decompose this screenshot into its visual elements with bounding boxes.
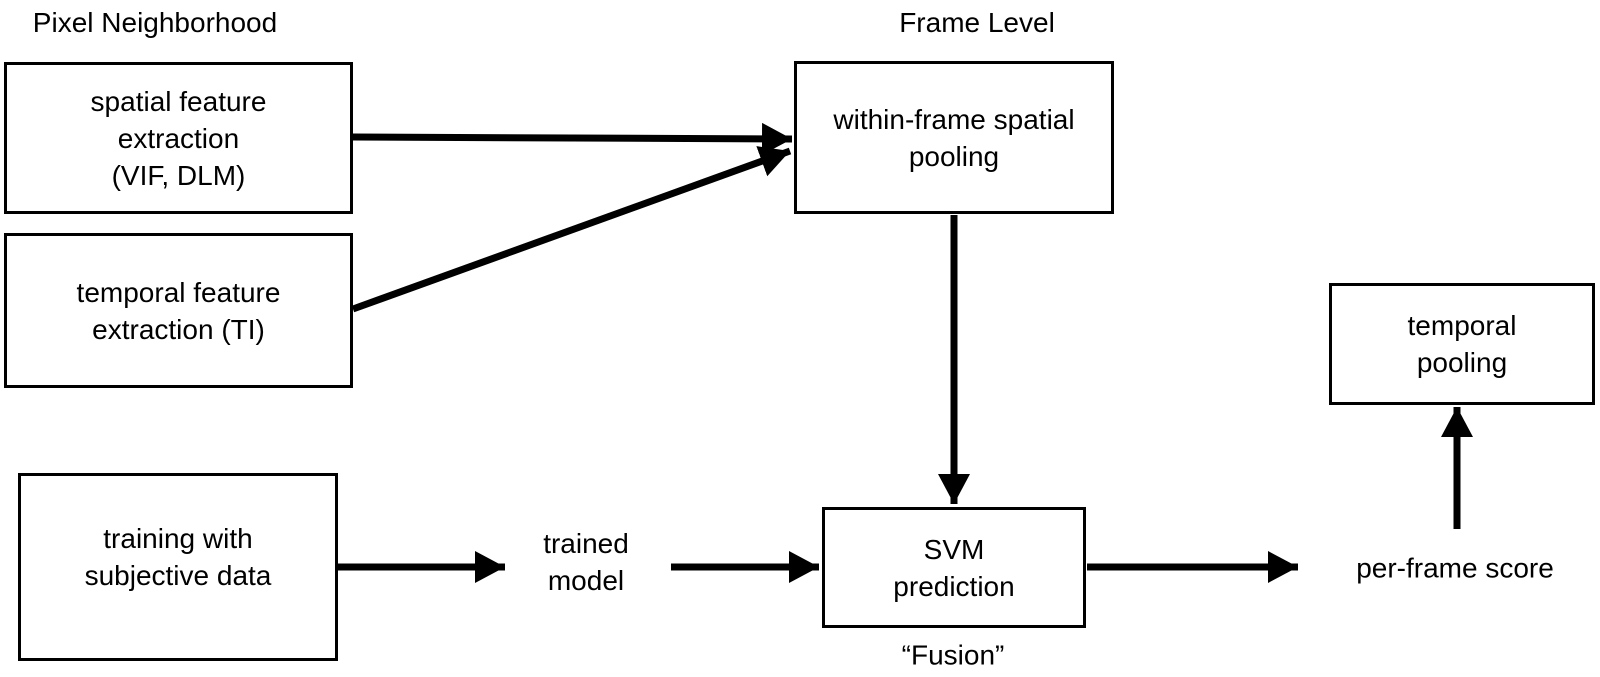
- arrow-spatial-to-pooling: [352, 122, 793, 155]
- label-per-frame-score: per-frame score: [1356, 552, 1554, 584]
- box-spatial-feature-extraction-label: spatial feature extraction (VIF, DLM): [90, 85, 267, 191]
- box-temporal-feature-extraction-label: temporal feature extraction (TI): [76, 276, 281, 345]
- box-temporal-pooling: temporal pooling: [1329, 283, 1595, 405]
- section-header-frame-level: Frame Level: [899, 7, 1055, 38]
- box-svm-prediction-label: SVM prediction: [893, 533, 1015, 602]
- box-within-frame-spatial-pooling: within-frame spatial pooling: [794, 61, 1114, 214]
- box-within-frame-spatial-pooling-label: within-frame spatial pooling: [833, 103, 1075, 172]
- box-temporal-pooling-label: temporal pooling: [1407, 310, 1517, 378]
- label-trained-model: trained model: [543, 528, 629, 596]
- box-training-with-subjective-data: training with subjective data: [18, 473, 338, 661]
- section-header-pixel-neighborhood: Pixel Neighborhood: [32, 7, 278, 38]
- box-svm-prediction: SVM prediction: [822, 507, 1086, 628]
- box-spatial-feature-extraction: spatial feature extraction (VIF, DLM): [4, 62, 353, 214]
- box-training-with-subjective-data-label: training with subjective data: [84, 523, 272, 591]
- box-temporal-feature-extraction: temporal feature extraction (TI): [4, 233, 353, 388]
- arrow-temporal-to-pooling: [351, 146, 792, 313]
- label-fusion: “Fusion”: [901, 639, 1005, 671]
